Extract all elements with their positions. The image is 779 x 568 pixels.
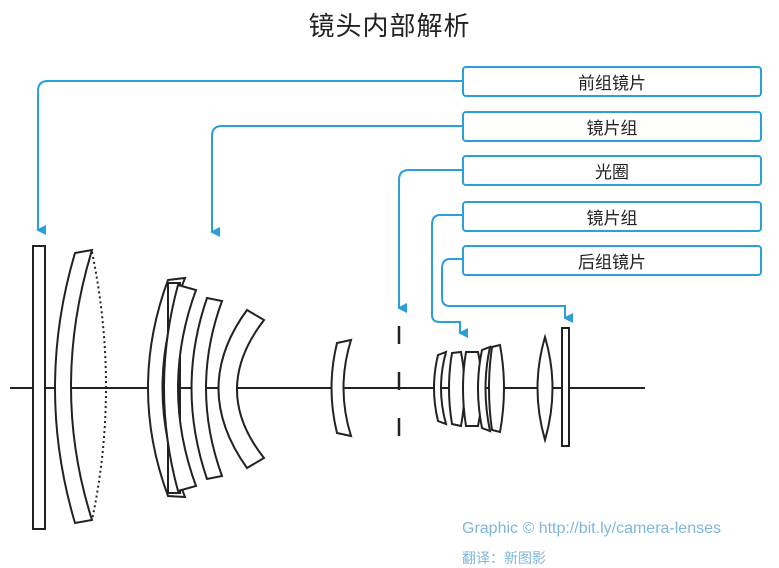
rear-biconvex-element [536, 333, 554, 444]
front-convex-element [54, 248, 94, 525]
label-front-group: 前组镜片 [462, 66, 762, 97]
translation-credit: 翻译：新图影 [462, 550, 546, 566]
pre-aperture-element [330, 338, 353, 438]
leader-group-1 [210, 125, 462, 237]
label-group-1: 镜片组 [462, 111, 762, 142]
lens-elements [32, 245, 570, 530]
leader-rear-group [441, 258, 573, 323]
group2-element-1 [433, 350, 448, 426]
group1-element-5 [217, 308, 266, 470]
group2-element-4 [477, 345, 492, 433]
label-group-2: 镜片组 [462, 201, 762, 232]
rear-flat-element [561, 327, 570, 447]
group1-element-4 [190, 296, 224, 481]
leader-group-2 [431, 214, 468, 338]
leader-lines [36, 80, 573, 338]
leader-front-group [36, 80, 462, 235]
graphic-credit: Graphic © http://bit.ly/camera-lenses [462, 520, 721, 537]
group2-element-5 [488, 343, 505, 434]
front-convex-inner [91, 251, 107, 521]
label-aperture: 光圈 [462, 155, 762, 186]
diagram-title: 镜头内部解析 [308, 12, 471, 42]
leader-aperture [397, 169, 462, 313]
front-flat-element [32, 245, 46, 530]
label-rear-group: 后组镜片 [462, 245, 762, 276]
group1-element-3 [163, 283, 198, 493]
